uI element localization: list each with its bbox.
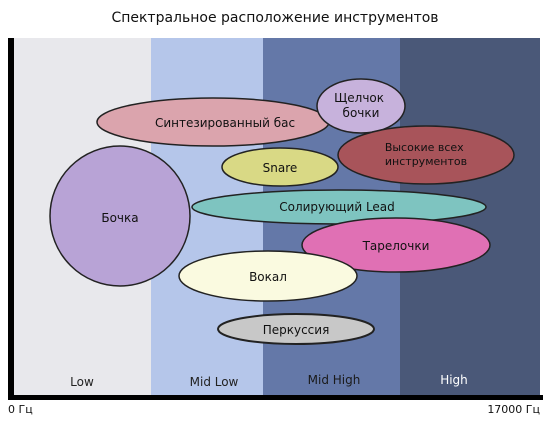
svg-text:Высокие всех инструменто: Высокие всех инструментов bbox=[385, 141, 467, 168]
instrument-label-line-2: бочки bbox=[343, 106, 380, 120]
axis-max-label: 17000 Гц bbox=[487, 403, 540, 416]
band-label-low: Low bbox=[70, 375, 94, 389]
instrument-lead: Солирующий Lead bbox=[191, 189, 487, 225]
instrument-label: Солирующий Lead bbox=[279, 200, 395, 214]
instrument-highs: Высокие всех инструментов bbox=[337, 125, 515, 185]
instrument-label: Тарелочки bbox=[362, 239, 430, 253]
instrument-label: Вокал bbox=[249, 270, 287, 284]
instrument-percussion: Перкуссия bbox=[217, 313, 375, 345]
axis-min-label: 0 Гц bbox=[8, 403, 33, 416]
instrument-cymbals: Тарелочки bbox=[301, 217, 491, 273]
instrument-label-line-1: Высокие всех bbox=[385, 141, 464, 154]
frame-bottom bbox=[8, 395, 543, 400]
instrument-synth-bass: Синтезированный бас bbox=[96, 97, 330, 147]
instrument-label: Бочка bbox=[101, 211, 138, 225]
instrument-label: Перкуссия bbox=[263, 323, 330, 337]
frame-left bbox=[8, 38, 14, 400]
instrument-label: Синтезированный бас bbox=[155, 116, 295, 130]
instrument-kick-click: Щелчок бочки bbox=[316, 78, 406, 134]
band-label-mid-high: Mid High bbox=[308, 373, 361, 387]
instrument-label: Snare bbox=[263, 161, 298, 175]
svg-text:Щелчок бочки: Щелчок бочки bbox=[334, 91, 388, 120]
instrument-kick: Бочка bbox=[49, 145, 191, 287]
band-label-high: High bbox=[440, 373, 468, 387]
instrument-label-line-1: Щелчок bbox=[334, 91, 384, 105]
diagram-title: Спектральное расположение инструментов bbox=[111, 10, 439, 26]
instrument-snare: Snare bbox=[221, 147, 339, 187]
band-label-mid-low: Mid Low bbox=[190, 375, 239, 389]
instrument-vocal: Вокал bbox=[178, 250, 358, 302]
instrument-label-line-2: инструментов bbox=[385, 155, 467, 168]
